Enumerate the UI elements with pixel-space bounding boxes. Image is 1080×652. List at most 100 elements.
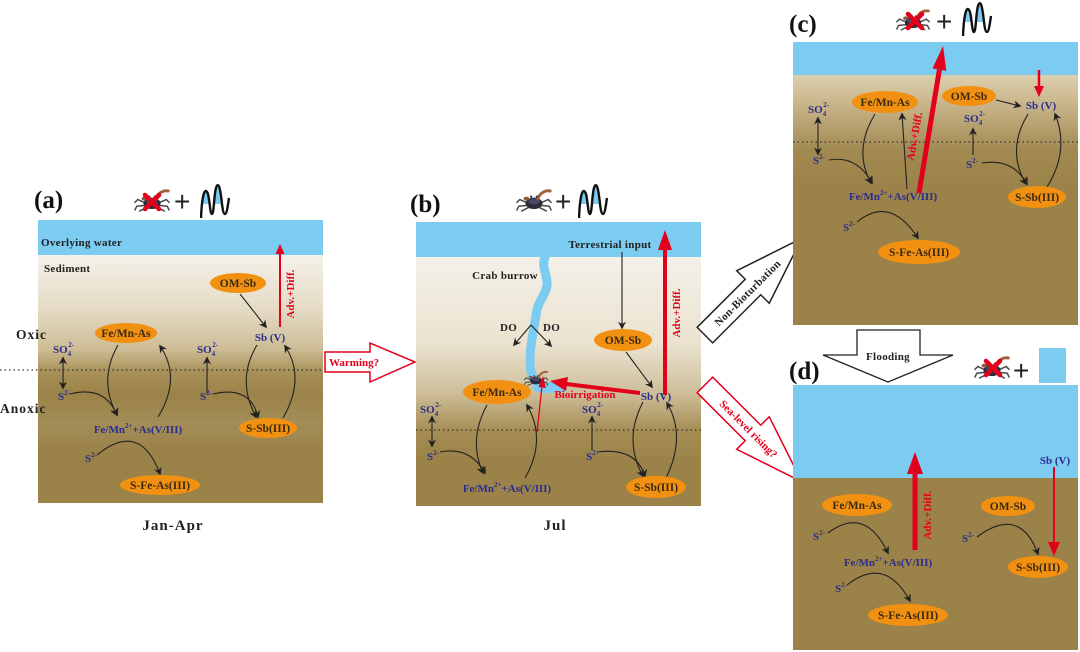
node-s-fe-as-iii: S-Fe-As(III) <box>868 604 948 626</box>
flow-arrow <box>524 403 538 479</box>
tidal-wave-icon <box>200 184 230 220</box>
node-label: S-Sb(III) <box>246 423 290 435</box>
flow-arrow <box>632 401 644 478</box>
node-ellipse <box>626 476 686 498</box>
flow-arrow <box>827 522 889 555</box>
flow-arrow <box>862 113 876 185</box>
node-ellipse <box>1008 186 1066 208</box>
sulfide-label: S2- <box>843 220 856 234</box>
tidal-wave-icon <box>578 184 608 220</box>
node-ellipse <box>210 273 266 293</box>
node-label: Fe/Mn-As <box>860 97 910 109</box>
node-ellipse <box>120 475 200 495</box>
flow-arrow <box>1015 113 1029 186</box>
period-label: Jan-Apr <box>142 518 203 534</box>
node-om-sb: OM-Sb <box>594 329 652 351</box>
do-label: DO <box>500 322 517 334</box>
hollow-arrow-icon <box>696 376 804 484</box>
hollow-arrow-icon <box>324 341 417 384</box>
node-s-sb-iii: S-Sb(III) <box>239 418 297 438</box>
period-label: Jul <box>543 518 566 534</box>
node-s-sb-iii: S-Sb(III) <box>1008 186 1066 208</box>
flow-arrow <box>1046 112 1062 188</box>
plus-operator: + <box>936 6 952 37</box>
panel-d: (d) + Fe/Mn-As OM-Sb S-Sb(III) S-Fe-As(I… <box>789 348 1078 650</box>
node-ellipse <box>981 496 1035 516</box>
node-ellipse <box>239 418 297 438</box>
node-label: S-Fe-As(III) <box>889 247 949 259</box>
node-ellipse <box>594 329 652 351</box>
node-s-fe-as-iii: S-Fe-As(III) <box>120 475 200 495</box>
sulfate-label: SO42- <box>964 110 986 127</box>
sulfide-label: S2- <box>85 451 98 465</box>
panel-c: (c) + Fe/Mn-As OM-Sb S-Sb(III) <box>789 2 1078 325</box>
node-ellipse <box>822 494 892 516</box>
flow-arrow <box>512 324 532 347</box>
anoxic-zone-label: Anoxic <box>0 401 47 416</box>
node-label: OM-Sb <box>990 501 1026 513</box>
flow-arrow <box>664 401 678 481</box>
node-ellipse <box>463 380 531 404</box>
node-fe-mn-as: Fe/Mn-As <box>852 91 918 113</box>
panel-label: (d) <box>789 358 820 385</box>
panel-label: (b) <box>410 191 441 218</box>
node-ellipse <box>942 86 996 106</box>
flow-arrow <box>625 351 653 389</box>
node-label: OM-Sb <box>220 278 256 290</box>
panel-label: (c) <box>789 11 817 38</box>
node-fe-mn-as: Fe/Mn-As <box>463 380 531 404</box>
overlying-water-layer <box>38 220 323 255</box>
node-s-fe-as-iii: S-Fe-As(III) <box>878 240 960 264</box>
flow-arrow <box>530 324 553 348</box>
reaction-arrows <box>428 252 678 481</box>
node-ellipse <box>878 240 960 264</box>
flux-label: Adv.+Diff. <box>671 288 683 337</box>
do-label: DO <box>543 322 560 334</box>
flow-arrow <box>475 404 488 475</box>
sulfate-label: SO42- <box>197 341 219 358</box>
overlying-water-label: Overlying water <box>41 237 122 249</box>
node-label: S-Fe-As(III) <box>130 480 190 492</box>
flow-arrow <box>96 440 162 476</box>
reaction-arrows <box>827 522 1040 603</box>
flow-arrow <box>846 572 911 603</box>
node-s-sb-iii: S-Sb(III) <box>626 476 686 498</box>
oxic-zone-label: Oxic <box>16 327 47 342</box>
overlying-water-layer <box>793 385 1078 478</box>
flooding-label: Flooding <box>866 351 910 363</box>
overlying-water-layer <box>416 222 701 257</box>
reduced-metals-label: Fe/Mn2++As(V/III) <box>94 422 183 436</box>
node-label: OM-Sb <box>605 335 641 347</box>
node-label: Fe/Mn-As <box>832 500 882 512</box>
sulfate-label: SO42- <box>808 101 830 118</box>
node-label: S-Sb(III) <box>1015 192 1059 204</box>
sulfide-label: S2- <box>966 157 979 171</box>
sulfide-label: S2- <box>200 389 213 403</box>
node-s-sb-iii: S-Sb(III) <box>1008 556 1068 578</box>
node-label: OM-Sb <box>951 91 987 103</box>
sb-deposition-arrow <box>1048 467 1060 556</box>
plus-operator: + <box>555 186 571 217</box>
flow-arrow <box>107 344 119 417</box>
node-om-sb: OM-Sb <box>981 496 1035 516</box>
reaction-arrows <box>59 293 296 476</box>
tidal-wave-icon <box>962 2 992 38</box>
crab-icon <box>515 189 553 213</box>
hollow-arrow-icon <box>696 236 804 344</box>
flow-arrow <box>157 344 172 418</box>
sediment-label: Sediment <box>44 263 90 275</box>
sulfide-label: S2- <box>58 389 71 403</box>
plus-operator: + <box>1013 355 1029 386</box>
sulfide-label: S2- <box>427 449 440 463</box>
bioirrigation-arrow <box>536 376 641 433</box>
terrestrial-input-label: Terrestrial input <box>568 239 651 251</box>
flux-label: Adv.+Diff. <box>285 269 297 318</box>
reduced-metals-label: Fe/Mn2++As(V/III) <box>844 555 933 569</box>
overlying-water-layer <box>793 42 1078 75</box>
flux-label: Adv.+Diff. <box>922 490 934 539</box>
flow-arrow <box>282 344 296 419</box>
sulfate-label: SO42- <box>582 401 604 418</box>
flow-arrow <box>976 523 1040 556</box>
sb-input-arrow <box>1034 70 1044 97</box>
reaction-arrows <box>814 99 1062 240</box>
